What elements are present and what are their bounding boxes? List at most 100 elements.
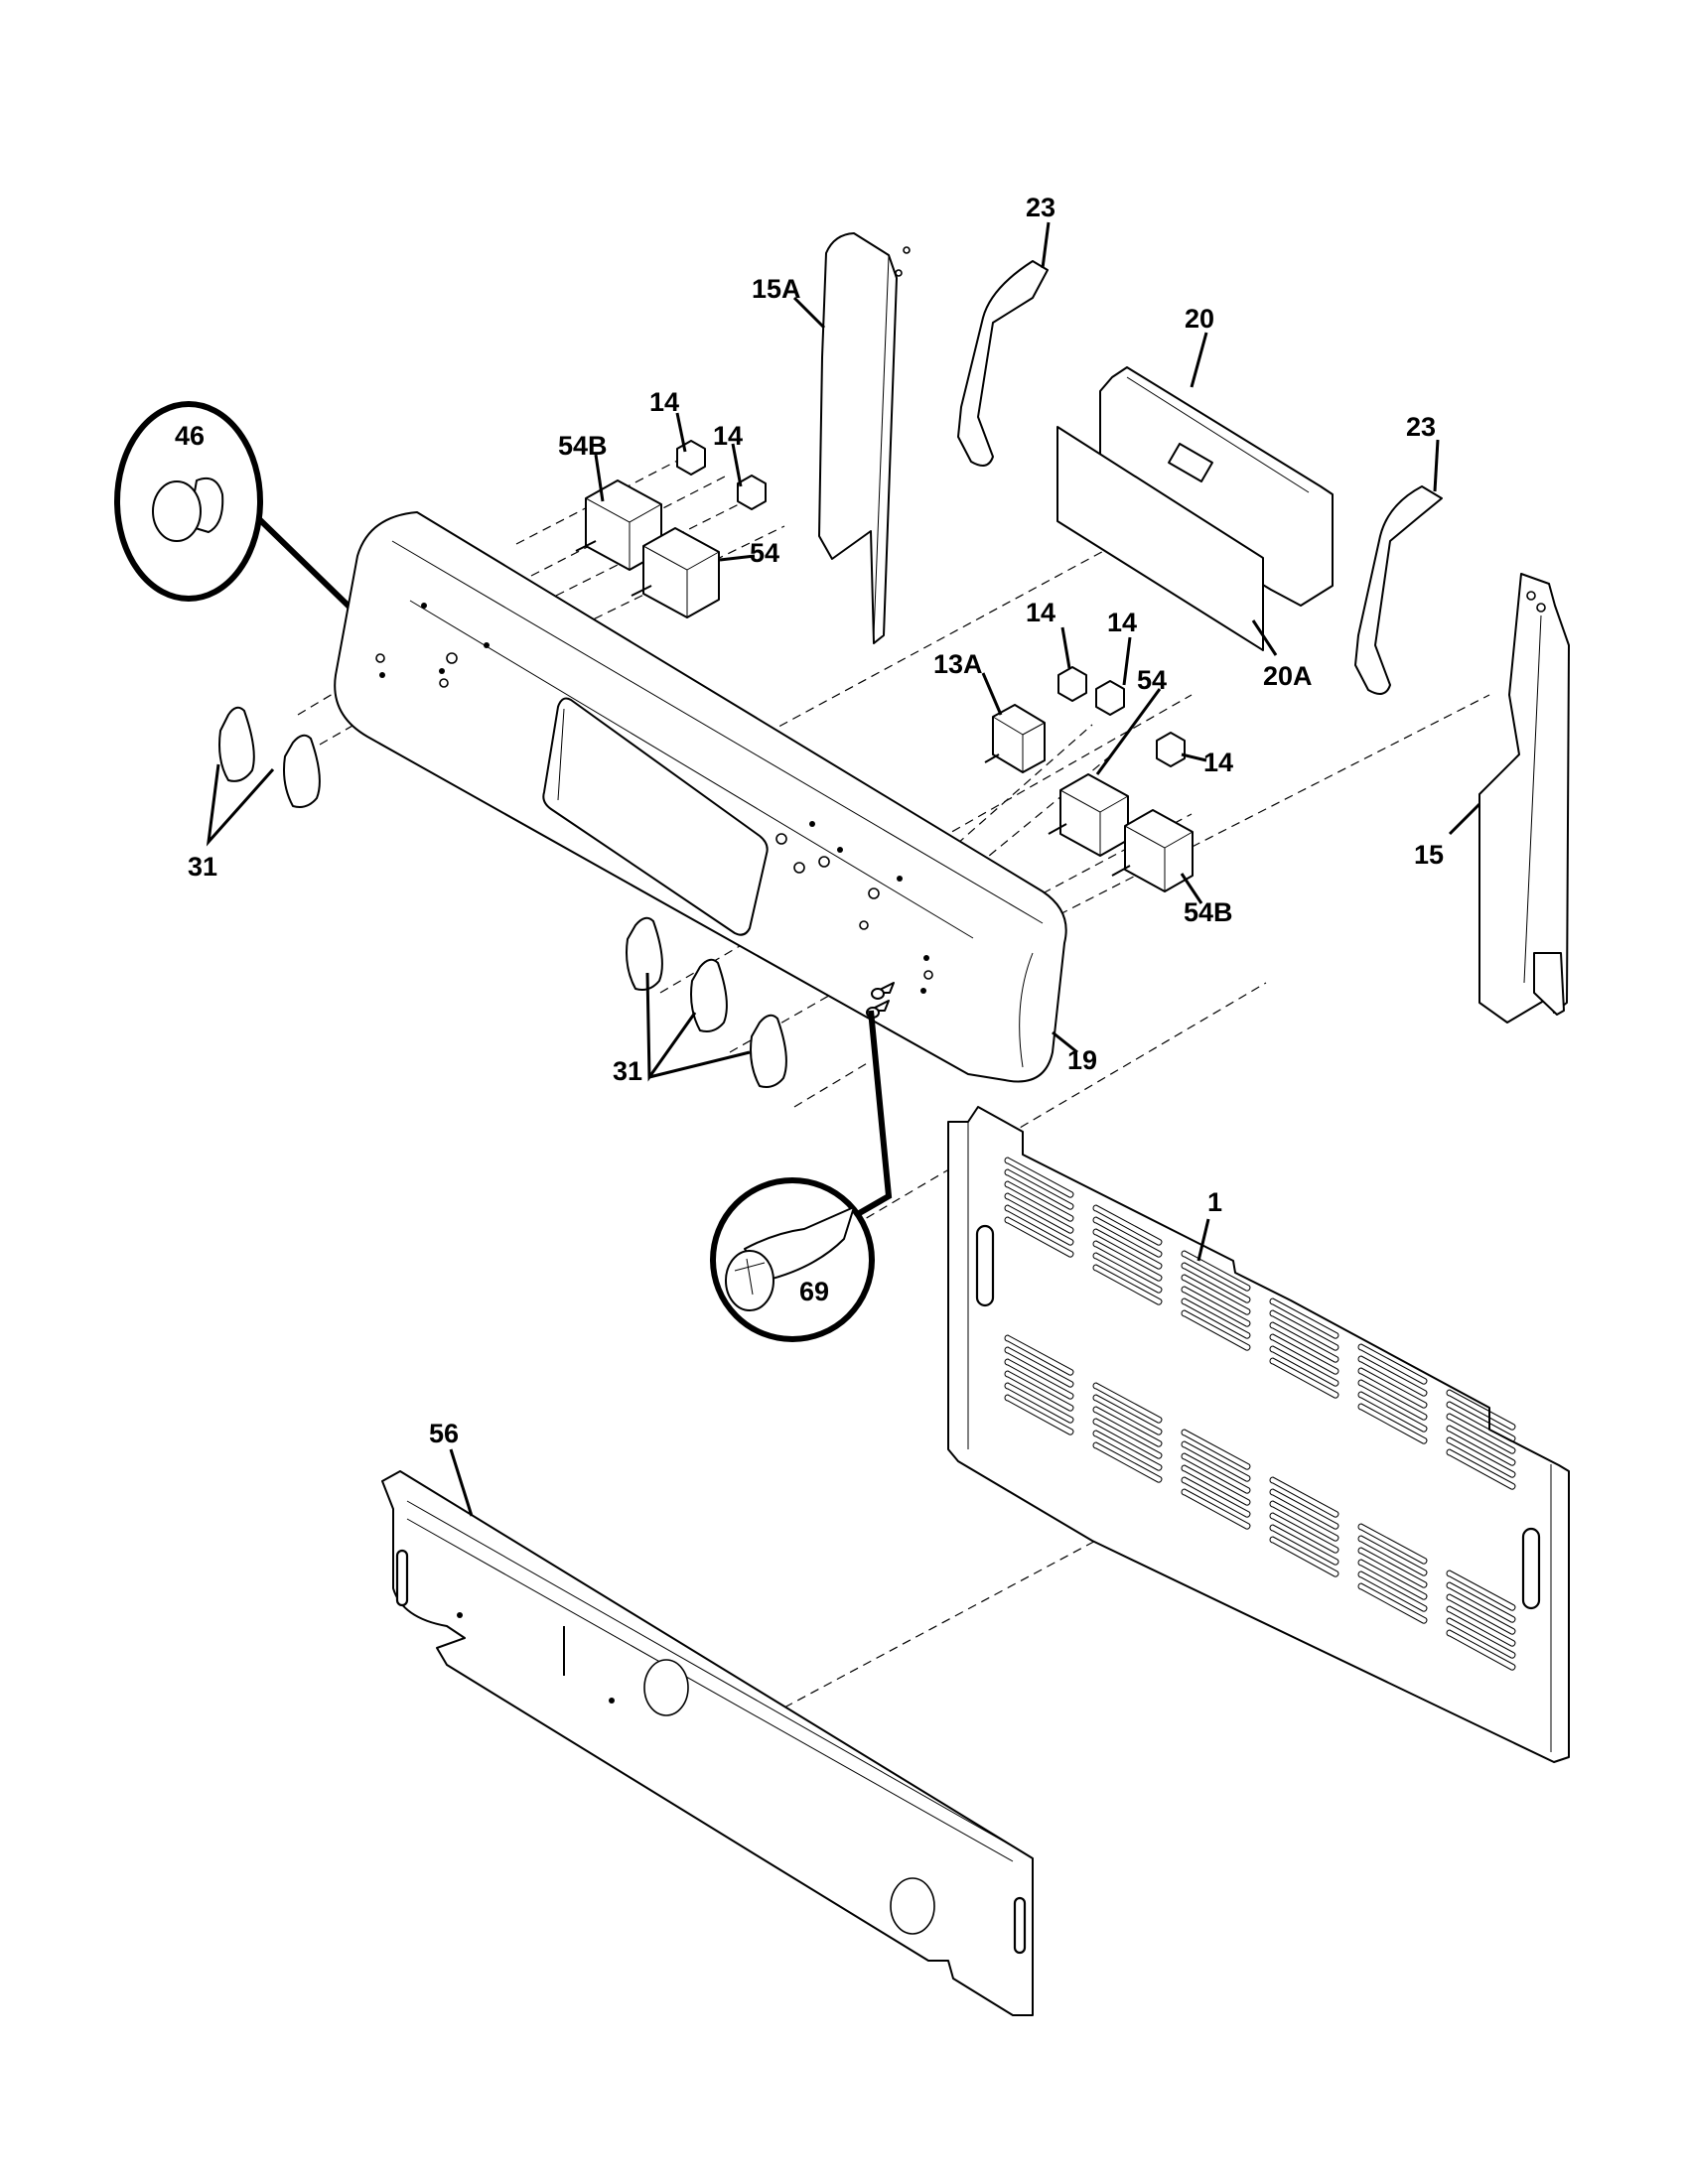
louver-slot <box>1269 1500 1339 1542</box>
louver-slot <box>1357 1403 1428 1444</box>
switches <box>575 479 1194 892</box>
louver-slot <box>1181 1297 1251 1339</box>
control-panel-19 <box>334 511 1067 1083</box>
louver-slot <box>1446 1629 1516 1671</box>
callout-label: 14 <box>649 387 679 417</box>
louver-slot <box>1004 1346 1074 1388</box>
bracket-15 <box>1478 573 1570 1024</box>
louver-slot <box>1181 1250 1251 1292</box>
clock-knob-icon <box>152 477 224 542</box>
louver-slot <box>1357 1547 1428 1588</box>
louver-slot <box>1092 1252 1163 1294</box>
callout-label: 54 <box>1137 665 1167 695</box>
louver-slot <box>1269 1512 1339 1554</box>
callout-label: 23 <box>1026 193 1055 222</box>
callout-label: 31 <box>613 1056 642 1086</box>
louver-slot <box>1004 1157 1074 1198</box>
callout-label: 13A <box>933 649 983 679</box>
callout-label: 15A <box>752 274 801 304</box>
louver-slot <box>1181 1429 1251 1470</box>
louver-slot <box>1181 1452 1251 1494</box>
louver-slot <box>1357 1391 1428 1433</box>
louver-slot <box>1269 1309 1339 1351</box>
louver-slot <box>1004 1168 1074 1210</box>
display-window <box>542 697 769 936</box>
callout-label: 31 <box>188 852 217 882</box>
back-panel-1 <box>947 1106 1570 1763</box>
louver-slot <box>1357 1355 1428 1397</box>
callout-label: 20 <box>1185 304 1214 334</box>
louver-slot <box>1181 1274 1251 1315</box>
mount-holes <box>375 603 933 994</box>
louver-slot <box>1269 1536 1339 1577</box>
louver-slot <box>1357 1582 1428 1624</box>
callout-label: 1 <box>1207 1187 1222 1217</box>
louver-slot <box>1004 1180 1074 1222</box>
clamp-bracket-23-b <box>1354 485 1443 695</box>
louver-slot <box>1004 1370 1074 1412</box>
callout-label: 15 <box>1414 840 1444 870</box>
louver-slot <box>1181 1440 1251 1482</box>
louver-slot <box>1092 1406 1163 1447</box>
louver-slot <box>1446 1413 1516 1454</box>
louver-slot <box>1004 1216 1074 1258</box>
callout-label: 54B <box>558 431 608 461</box>
callout-label: 56 <box>429 1419 459 1448</box>
louver-slot <box>1446 1425 1516 1466</box>
callout-label: 54B <box>1184 897 1233 927</box>
callout-label: 23 <box>1406 412 1436 442</box>
louver-slot <box>1092 1204 1163 1246</box>
louver-slot <box>1269 1488 1339 1530</box>
louver-slot <box>1357 1570 1428 1612</box>
louver-slot <box>1092 1264 1163 1305</box>
louver-slot <box>1092 1430 1163 1471</box>
louver-slot <box>1092 1382 1163 1424</box>
louver-slot <box>1446 1593 1516 1635</box>
louver-slot <box>1269 1333 1339 1375</box>
louver-slot <box>1092 1441 1163 1483</box>
louver-slot <box>1446 1617 1516 1659</box>
louver-slot <box>1446 1436 1516 1478</box>
louver-slot <box>1181 1262 1251 1303</box>
louver-slot <box>1446 1570 1516 1611</box>
callout-label: 46 <box>175 421 205 451</box>
callout-labels: 46 54B 14 14 54 15A 23 20 23 20A 14 14 1… <box>175 193 1444 1448</box>
callout-label: 20A <box>1263 661 1313 691</box>
louver-slot <box>1269 1321 1339 1363</box>
louver-slot <box>1269 1357 1339 1399</box>
bracket-15A <box>818 232 911 644</box>
lower-back-guard-56 <box>381 1470 1034 2016</box>
screw-detail-icon <box>725 1206 855 1311</box>
leader-lines <box>449 221 1481 1517</box>
louver-slot <box>1181 1488 1251 1530</box>
louver-slot <box>1446 1448 1516 1490</box>
louver-slot <box>1357 1343 1428 1385</box>
vent-louvers <box>1004 1157 1516 1671</box>
louver-slot <box>1269 1345 1339 1387</box>
louver-slot <box>1181 1464 1251 1506</box>
louver-slot <box>1092 1394 1163 1435</box>
louver-slot <box>1446 1605 1516 1647</box>
callout-label: 14 <box>1107 608 1137 637</box>
louver-slot <box>1092 1418 1163 1459</box>
louver-slot <box>1181 1286 1251 1327</box>
callout-label: 14 <box>713 421 743 451</box>
callout-label: 69 <box>799 1277 829 1306</box>
overlay-20A <box>1056 426 1264 651</box>
louver-slot <box>1004 1204 1074 1246</box>
callout-label: 54 <box>750 538 779 568</box>
clamp-bracket-23-a <box>957 260 1049 467</box>
louver-slot <box>1357 1559 1428 1600</box>
louver-slot <box>1181 1309 1251 1351</box>
louver-slot <box>1004 1358 1074 1400</box>
louver-slot <box>1357 1523 1428 1565</box>
louver-slot <box>1357 1367 1428 1409</box>
indicator-lights-14 <box>676 440 1186 767</box>
louver-slot <box>1004 1382 1074 1424</box>
louver-slot <box>1269 1524 1339 1566</box>
louver-slot <box>1446 1401 1516 1442</box>
louver-slot <box>1004 1192 1074 1234</box>
callout-label: 19 <box>1067 1045 1097 1075</box>
control-board-20 <box>1099 366 1334 607</box>
